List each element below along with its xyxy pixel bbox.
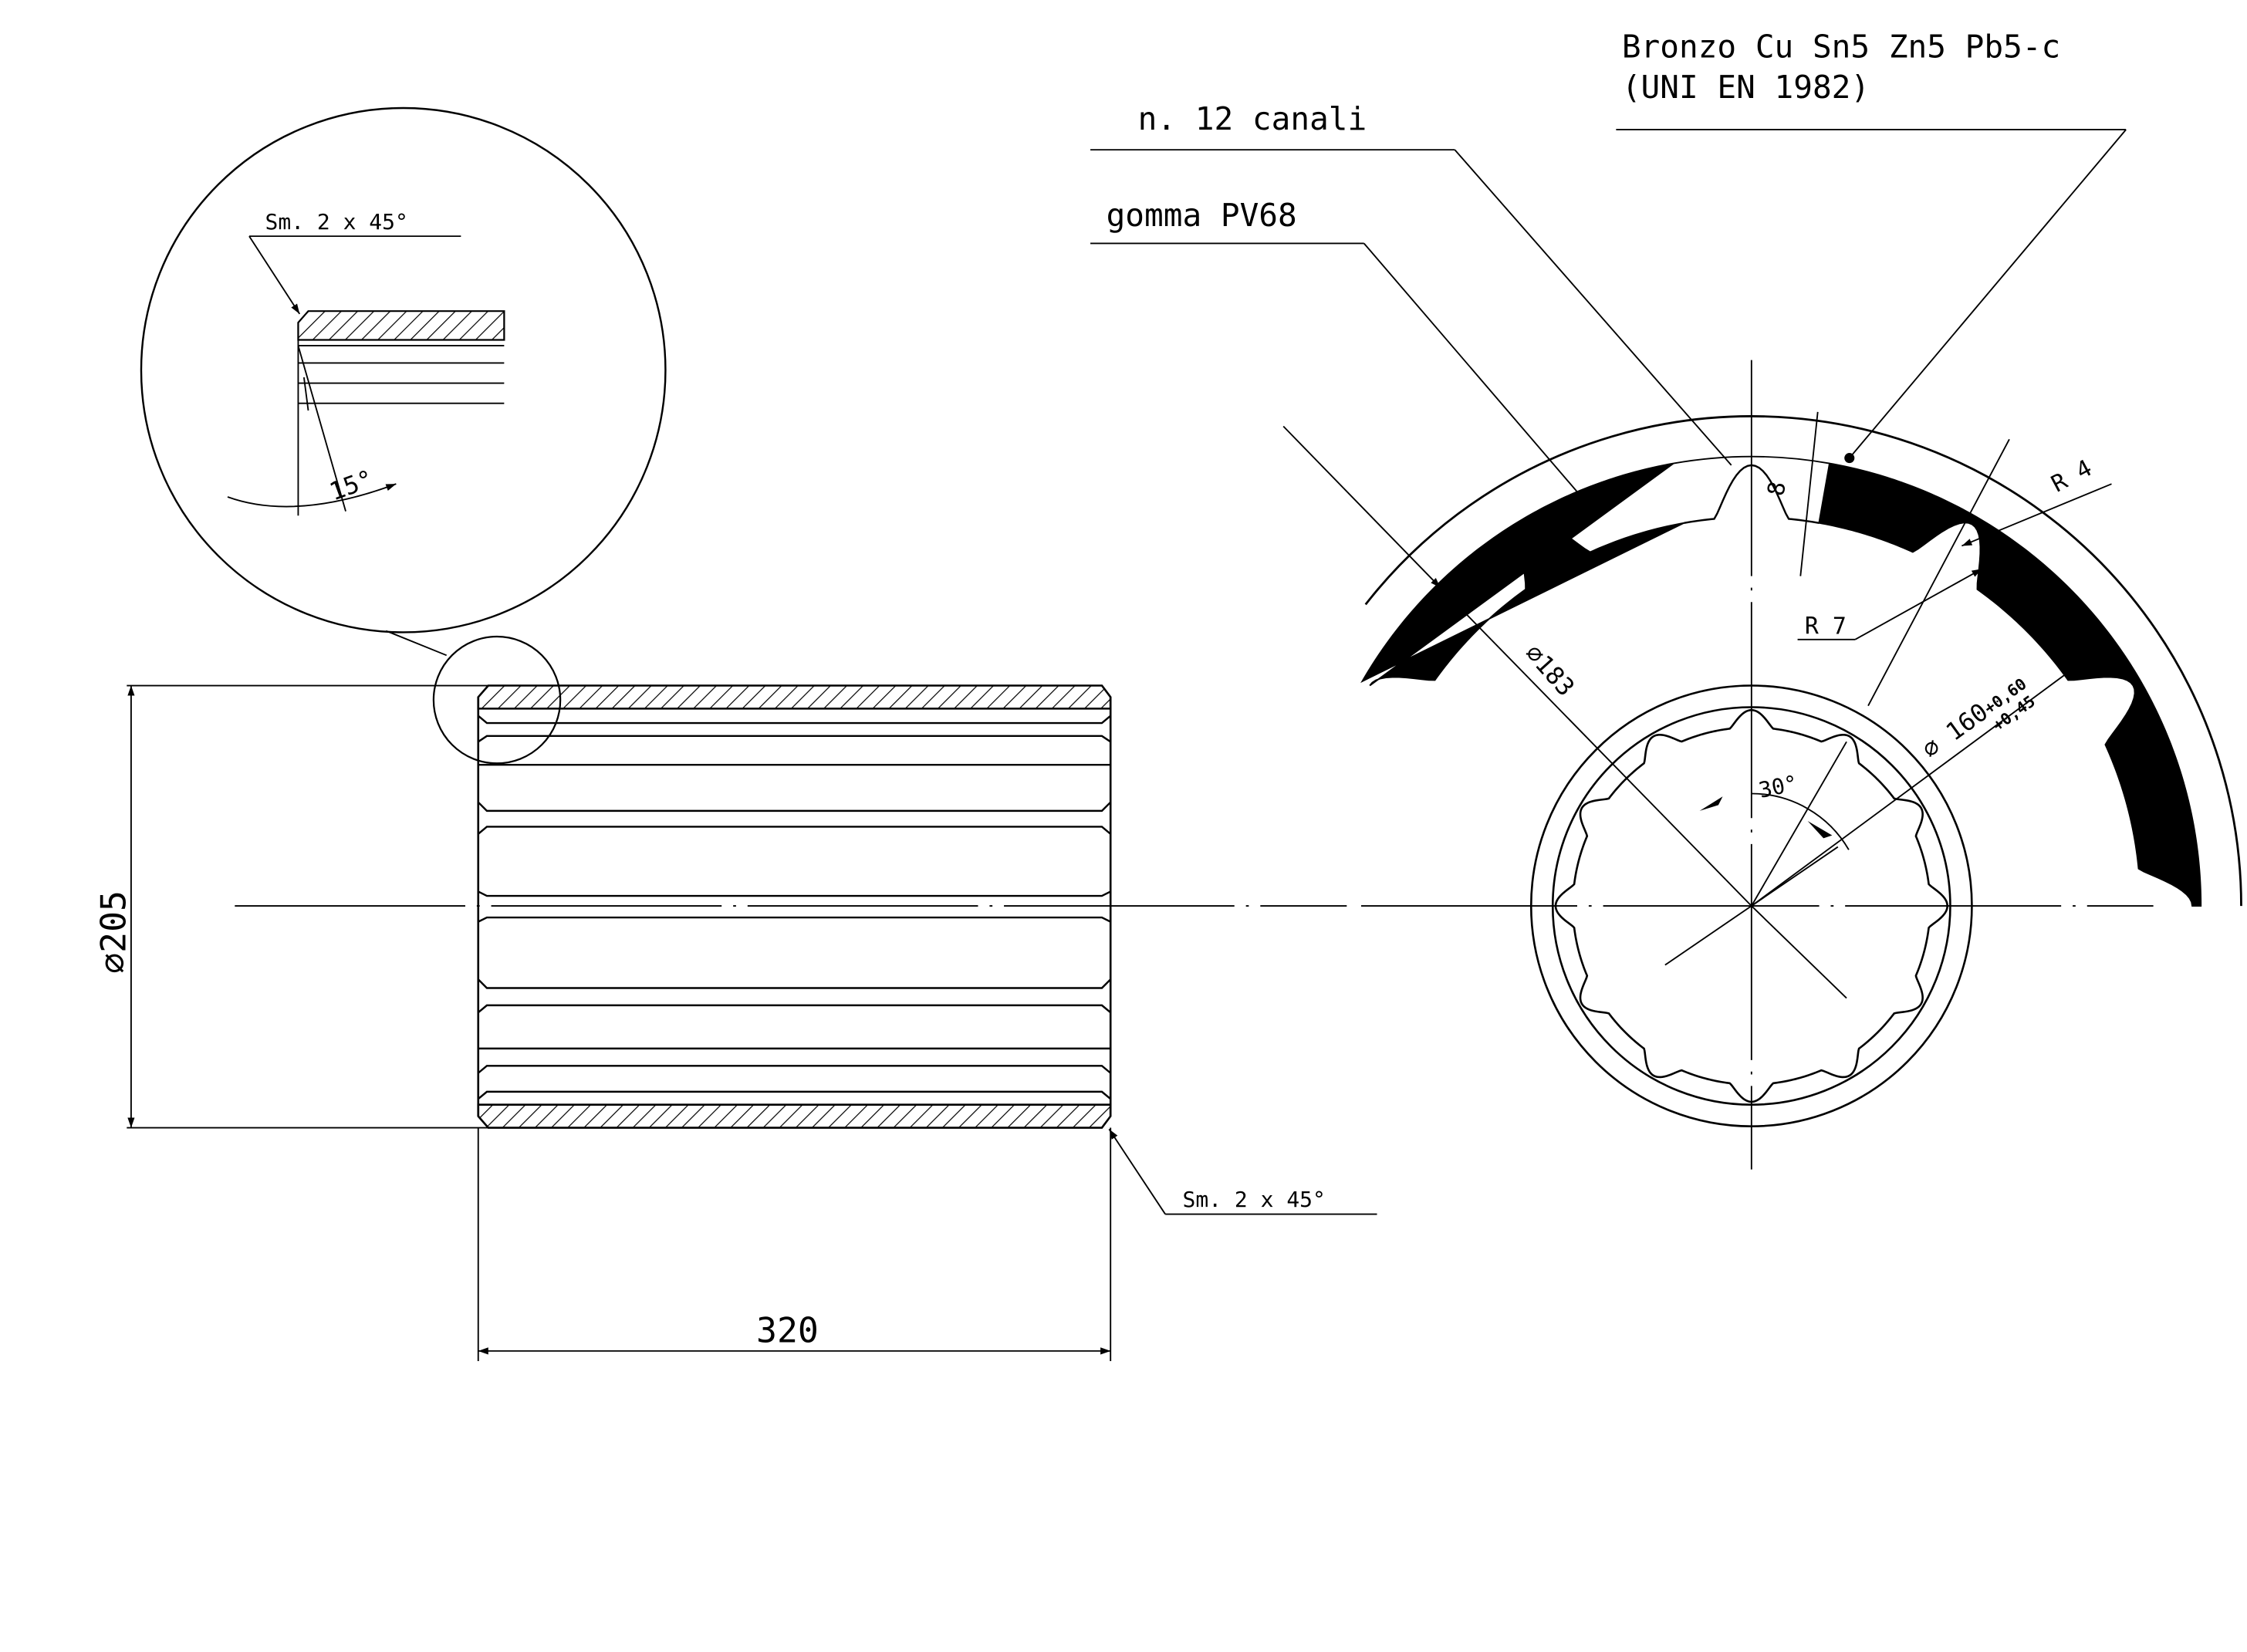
rubber-leader	[1363, 242, 1583, 498]
thirty-degree-arc	[1751, 792, 1850, 850]
r4-leader	[1961, 483, 2112, 547]
top-groove-outline	[1684, 464, 1820, 524]
angle-30-label: 30°	[1756, 770, 1799, 803]
detail-circle	[140, 106, 667, 633]
groove-dim-line	[1799, 411, 1819, 576]
callouts: Bronzo Cu Sn5 Zn5 Pb5-c (UNI EN 1982) n.…	[1090, 29, 2127, 907]
material-label-line1: Bronzo Cu Sn5 Zn5 Pb5-c	[1622, 29, 2060, 66]
radius-r7-label: R 7	[1805, 613, 1847, 640]
front-view	[1360, 360, 2154, 1170]
top-wall-hatch	[477, 684, 1112, 710]
detail-chamfer-leader	[248, 235, 301, 315]
detail-angle-arc	[227, 483, 397, 508]
detail-angle-line	[297, 345, 346, 512]
dim-320-label: 320	[756, 1310, 819, 1351]
diam-183-line	[1282, 425, 1441, 589]
material-leader-dot	[1844, 453, 1855, 464]
channels-leader	[1454, 149, 1732, 466]
diagonal-line-b	[1751, 905, 1847, 999]
detail-leader-line	[385, 630, 448, 657]
rubber-lining-right	[1818, 462, 2202, 907]
detail-view: 15° Sm. 2 x 45°	[140, 106, 667, 765]
angle-arrow-1	[1699, 796, 1723, 811]
diam-160-line	[1751, 666, 2076, 907]
chamfer-label: Sm. 2 x 45°	[1183, 1187, 1326, 1212]
angle-arrow-2	[1807, 820, 1833, 839]
material-leader	[1849, 129, 2127, 459]
r7-leader	[1854, 568, 1982, 640]
thirty-degree-line	[1751, 741, 1847, 907]
groove-width-label: 8	[1762, 480, 1792, 498]
detail-chamfer-label: Sm. 2 x 45°	[265, 209, 408, 235]
channel-lines	[477, 715, 1112, 1100]
rubber-lining-left	[1360, 462, 1684, 687]
material-label-line2: (UNI EN 1982)	[1622, 69, 1870, 106]
bottom-wall-hatch	[477, 1103, 1112, 1129]
side-view: ∅205 320 Sm. 2 x 45°	[93, 684, 1377, 1361]
dim-205-label: ∅205	[93, 890, 133, 974]
radius-r4-label: R 4	[2047, 454, 2097, 498]
r4-extension	[1867, 438, 2010, 707]
detail-angle-line-2	[302, 377, 309, 411]
rubber-label: gomma PV68	[1107, 197, 1297, 234]
diam-183-extension	[1439, 586, 1752, 907]
detail-wall-hatch	[297, 310, 505, 341]
chamfer-leader	[1108, 1128, 1166, 1215]
enlarged-section	[1360, 415, 2242, 907]
channels-label: n. 12 canali	[1138, 100, 1367, 137]
diam-160-label: ∅ 160	[1918, 698, 1993, 764]
outer-arc	[1364, 415, 2242, 907]
diam-183-label: ∅183	[1519, 640, 1580, 702]
